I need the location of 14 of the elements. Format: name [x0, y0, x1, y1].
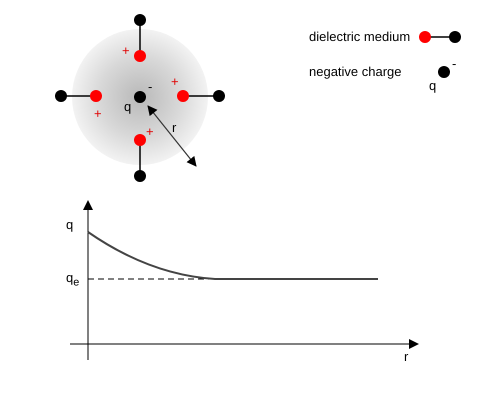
variable-label: - — [452, 57, 456, 71]
variable-label: r — [404, 350, 408, 364]
variable-label: - — [148, 80, 152, 94]
variable-label: q — [66, 218, 74, 232]
charge-sign: + — [122, 44, 130, 58]
charge-sign: + — [94, 107, 102, 121]
variable-label: q — [429, 79, 436, 93]
variable-label: q — [124, 100, 132, 114]
variable-label: r — [172, 121, 176, 135]
legend-text: negative charge — [309, 65, 402, 79]
charge-sign: + — [146, 125, 154, 139]
charge-sign: + — [171, 75, 179, 89]
variable-label: q$_{e}$ — [66, 271, 80, 290]
legend-text: dielectric medium — [309, 30, 410, 44]
